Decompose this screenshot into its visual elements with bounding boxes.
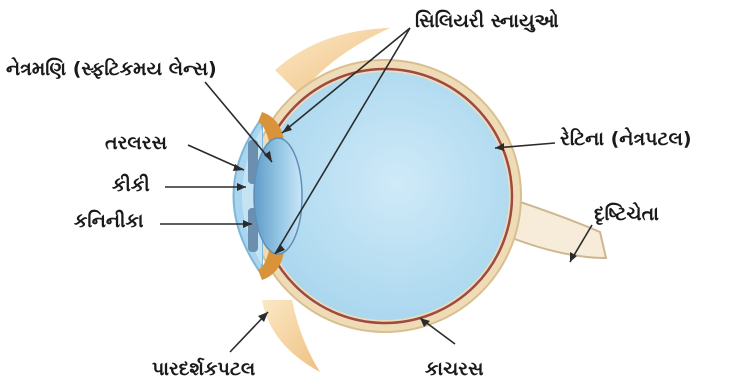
label-pupil: કનિનીકા (74, 212, 144, 231)
label-retina: રેટિના (નેત્રપટલ) (560, 130, 692, 149)
label-ciliary-muscles: સિલિયરી સ્નાયુઓ (415, 12, 559, 31)
optic-nerve (508, 198, 606, 258)
label-cornea: પારદર્શકપટલ (152, 360, 255, 379)
label-lens: નેત્રમણિ (સ્ફટિકમય લેન્સ) (6, 60, 217, 79)
label-aqueous-humour: તરલરસ (105, 134, 167, 153)
lens (254, 138, 302, 254)
label-vitreous-humour: કાચરસ (425, 360, 483, 379)
label-optic-nerve: દૃષ્ટિચેતા (594, 205, 659, 224)
label-iris: કીકી (112, 176, 150, 195)
